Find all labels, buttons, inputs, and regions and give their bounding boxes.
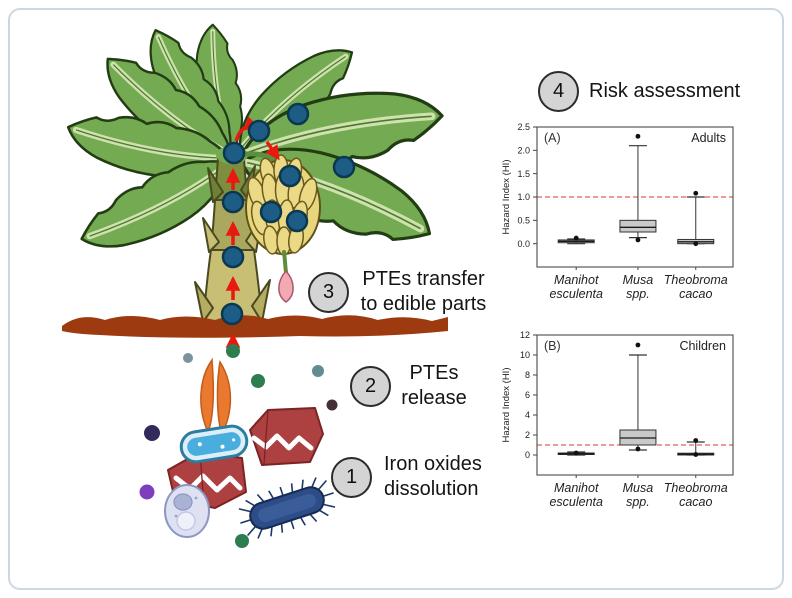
svg-text:10: 10 — [520, 350, 530, 360]
svg-text:0.5: 0.5 — [517, 216, 530, 226]
step-2-ptes-release: 2 PTEs release — [350, 361, 475, 411]
svg-text:Children: Children — [679, 339, 726, 353]
svg-text:0: 0 — [525, 450, 530, 460]
pte-particles — [220, 102, 356, 326]
svg-text:Adults: Adults — [691, 131, 726, 145]
step-3-label: PTEs transfer to edible parts — [360, 268, 487, 315]
step-4-badge: 4 — [538, 71, 579, 112]
svg-text:12: 12 — [520, 330, 530, 340]
svg-text:1.5: 1.5 — [517, 169, 530, 179]
step-3-number: 3 — [322, 280, 335, 303]
step-1-number: 1 — [345, 465, 358, 488]
svg-text:Hazard Index (HI): Hazard Index (HI) — [501, 160, 512, 235]
svg-text:2.5: 2.5 — [517, 122, 530, 132]
soil-microbe-cell — [164, 484, 210, 538]
step-3-ptes-transfer: 3 PTEs transfer to edible parts — [308, 267, 492, 317]
svg-text:8: 8 — [525, 370, 530, 380]
step-3-badge: 3 — [308, 271, 349, 313]
step-4-label: Risk assessment — [589, 80, 741, 102]
step-1-iron-oxides-dissolution: 1 Iron oxides dissolution — [331, 452, 504, 502]
step-2-label: PTEs release — [401, 362, 467, 409]
svg-text:0.0: 0.0 — [517, 239, 530, 249]
svg-text:Hazard Index (HI): Hazard Index (HI) — [501, 368, 512, 443]
released-pte-dot — [226, 344, 240, 358]
step-4-risk-assessment: 4 Risk assessment — [538, 71, 740, 112]
svg-text:4: 4 — [525, 410, 530, 420]
bacterium-rod-blue — [179, 424, 249, 464]
svg-text:(A): (A) — [544, 131, 561, 145]
banana-flower — [278, 269, 294, 303]
step-1-badge: 1 — [331, 456, 372, 498]
step-4-number: 4 — [552, 80, 565, 102]
soil-layer — [62, 315, 448, 338]
step-1-label: Iron oxides dissolution — [384, 453, 482, 500]
svg-text:1.0: 1.0 — [517, 192, 530, 202]
iron-oxide-mineral — [249, 407, 324, 466]
svg-text:6: 6 — [525, 390, 530, 400]
step-2-badge: 2 — [350, 365, 391, 407]
svg-text:2.0: 2.0 — [517, 146, 530, 156]
banana-plant-illustration — [0, 0, 500, 548]
svg-text:(B): (B) — [544, 339, 561, 353]
soil-microbes — [139, 344, 338, 548]
bacterium-spiky-navy — [238, 477, 336, 539]
fungal-hypha — [200, 357, 232, 436]
step-2-number: 2 — [364, 374, 377, 397]
svg-text:2: 2 — [525, 430, 530, 440]
